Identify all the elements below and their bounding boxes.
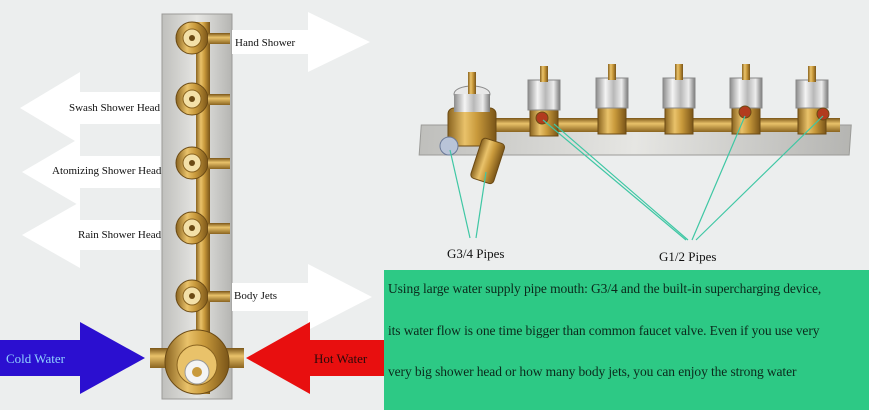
cartridge-4 [729, 64, 763, 135]
label-cold-water: Cold Water [6, 351, 66, 366]
description-line-1: Using large water supply pipe mouth: G3/… [388, 281, 822, 296]
description-box: Using large water supply pipe mouth: G3/… [384, 270, 869, 410]
vertical-valve-assembly [150, 13, 244, 400]
label-g12-pipes: G1/2 Pipes [659, 249, 717, 264]
g34-inlet-body [439, 72, 506, 185]
description-line-2: its water flow is one time bigger than c… [388, 322, 820, 338]
cartridge-3 [662, 64, 696, 135]
arrow-swash-shower-head [20, 72, 160, 144]
outlet-port-swash [175, 82, 230, 116]
arrow-cold-water [0, 322, 145, 394]
outlet-port-hand-shower [175, 21, 230, 55]
arrow-atomizing-shower-head [22, 138, 160, 206]
label-hot-water: Hot Water [314, 351, 368, 366]
arrow-hand-shower [232, 12, 370, 72]
arrow-rain-shower-head [22, 202, 160, 268]
pointer-lines-g12 [542, 115, 824, 241]
label-g34-pipes: G3/4 Pipes [447, 246, 505, 261]
cartridge-5 [795, 66, 830, 135]
outlet-port-rain [175, 211, 230, 245]
label-swash-shower-head: Swash Shower Head [69, 102, 161, 114]
description-line-3: very big shower head or how many body je… [388, 364, 797, 379]
label-hand-shower: Hand Shower [235, 37, 296, 49]
thermostatic-mixer-body [150, 329, 244, 395]
arrow-body-jets [232, 264, 372, 330]
arrow-hot-water [246, 322, 388, 394]
cartridge-2 [595, 64, 629, 135]
cartridge-1 [527, 66, 561, 137]
pointer-lines-g34 [449, 149, 487, 239]
label-rain-shower-head: Rain Shower Head [78, 229, 162, 241]
horizontal-valve-assembly [418, 64, 852, 185]
outlet-port-atomizing [175, 146, 230, 180]
label-body-jets: Body Jets [234, 290, 278, 302]
outlet-port-body-jets [175, 279, 230, 313]
label-atomizing-shower-head: Atomizing Shower Head [52, 165, 162, 177]
